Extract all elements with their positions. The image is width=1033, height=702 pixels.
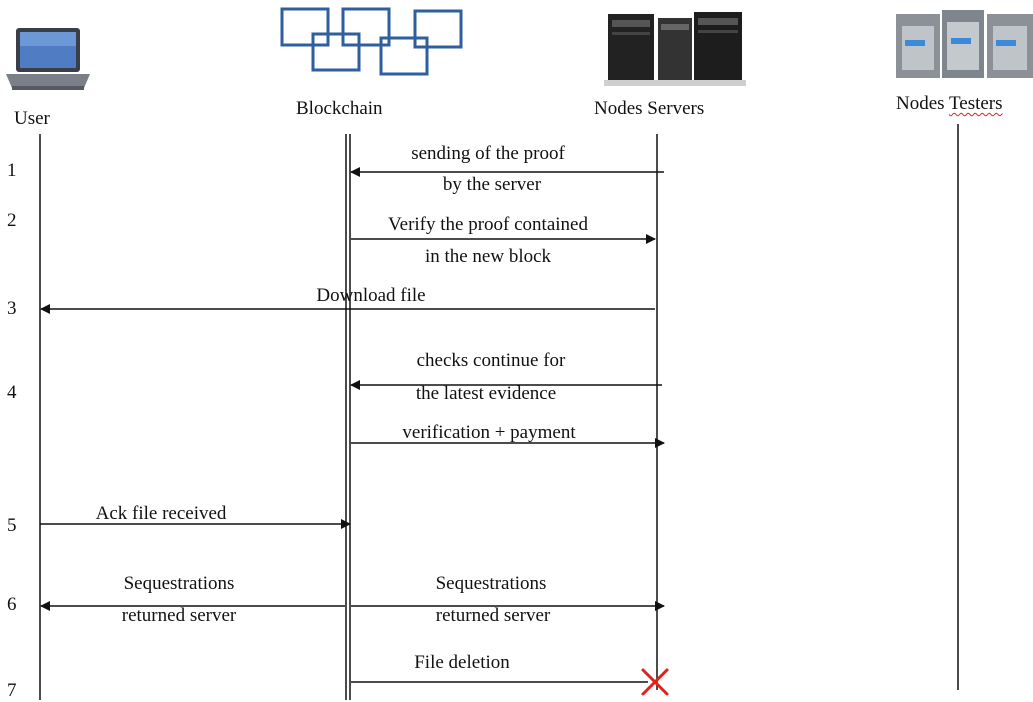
message-label: Verify the proof contained bbox=[388, 214, 588, 235]
actor-label-testers: Nodes Testers bbox=[896, 93, 1003, 115]
message-label: Ack file received bbox=[95, 503, 227, 524]
message-label: returned server bbox=[121, 605, 237, 626]
step-number: 6 bbox=[7, 594, 17, 615]
actor-label-servers: Nodes Servers bbox=[594, 98, 705, 119]
message-label: checks continue for bbox=[416, 350, 566, 371]
cross-mark-icon bbox=[641, 668, 669, 696]
message-label: sending of the proof bbox=[411, 143, 565, 164]
message-label: in the new block bbox=[424, 246, 552, 267]
actor-label-user: User bbox=[14, 108, 50, 129]
step-number: 2 bbox=[7, 210, 17, 231]
step-number: 1 bbox=[7, 160, 17, 181]
server-rack-icon bbox=[604, 12, 746, 86]
message-label: the latest evidence bbox=[415, 383, 557, 404]
message-label: returned server bbox=[435, 605, 551, 626]
message-label: Download file bbox=[316, 285, 426, 306]
actor-label-testers-first: Nodes bbox=[896, 93, 945, 114]
step-number: 7 bbox=[7, 680, 17, 701]
message-label: by the server bbox=[442, 174, 542, 195]
message-label: Sequestrations bbox=[123, 573, 235, 594]
message-label: verification + payment bbox=[402, 422, 576, 443]
actor-label-blockchain: Blockchain bbox=[296, 98, 383, 119]
laptop-icon bbox=[6, 28, 90, 90]
server-rack-icon bbox=[896, 10, 1033, 78]
step-number: 3 bbox=[7, 298, 17, 319]
message-label: Sequestrations bbox=[435, 573, 547, 594]
actor-label-testers-second: Testers bbox=[948, 93, 1003, 114]
chain-blocks-icon bbox=[280, 7, 463, 76]
step-number: 5 bbox=[7, 515, 17, 536]
message-label: File deletion bbox=[414, 652, 510, 673]
step-number: 4 bbox=[7, 382, 17, 403]
